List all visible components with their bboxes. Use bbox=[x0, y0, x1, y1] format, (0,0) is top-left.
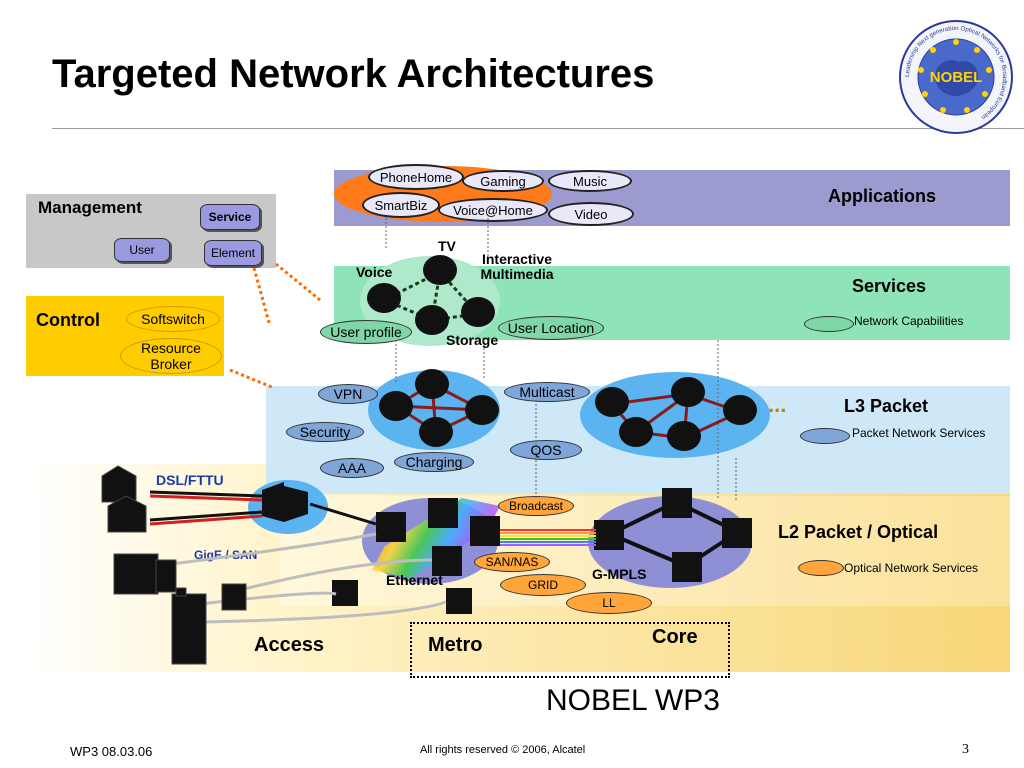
service-user-location: User Location bbox=[498, 316, 604, 340]
slide-subtitle: NOBEL WP3 bbox=[546, 684, 720, 717]
l3-legend-swatch bbox=[800, 428, 850, 444]
services-legend-label: Network Capabilities bbox=[854, 314, 964, 328]
services-legend-swatch bbox=[804, 316, 854, 332]
l3-qos: QOS bbox=[510, 440, 582, 460]
service-node-tv: TV bbox=[438, 238, 456, 254]
l2-san-nas: SAN/NAS bbox=[474, 552, 550, 572]
control-softswitch: Softswitch bbox=[126, 306, 220, 332]
l3-security: Security bbox=[286, 422, 364, 442]
domain-core: Core bbox=[652, 626, 698, 648]
app-gaming: Gaming bbox=[462, 170, 544, 192]
page-title: Targeted Network Architectures bbox=[52, 52, 655, 96]
l3-multicast: Multicast bbox=[504, 382, 590, 402]
service-node-interactive-multimedia: Interactive Multimedia bbox=[480, 251, 554, 283]
metro-core-domain-box bbox=[410, 622, 730, 678]
l2-gmpls-label: G-MPLS bbox=[592, 566, 647, 582]
service-user-profile: User profile bbox=[320, 320, 412, 344]
management-element: Element bbox=[204, 240, 262, 266]
management-title: Management bbox=[38, 198, 142, 217]
domain-metro: Metro bbox=[428, 634, 483, 656]
app-voice-at-home: Voice@Home bbox=[438, 198, 548, 222]
l3-vpn: VPN bbox=[318, 384, 378, 404]
page-number: 3 bbox=[962, 742, 969, 757]
app-video: Video bbox=[548, 202, 634, 226]
l2-grid: GRID bbox=[500, 574, 586, 596]
applications-title: Applications bbox=[828, 186, 937, 206]
domain-access: Access bbox=[254, 634, 325, 656]
title-divider bbox=[52, 128, 1024, 129]
l3-aaa: AAA bbox=[320, 458, 384, 478]
svg-text:NOBEL: NOBEL bbox=[930, 69, 983, 86]
l2-dsl-fttu-label: DSL/FTTU bbox=[156, 472, 224, 488]
control-title: Control bbox=[36, 310, 100, 330]
l3-charging: Charging bbox=[394, 452, 474, 472]
l3-ellipsis: ... bbox=[768, 392, 787, 417]
l2-title: L2 Packet / Optical bbox=[778, 522, 939, 542]
app-phonehome: PhoneHome bbox=[368, 164, 464, 190]
app-smartbiz: SmartBiz bbox=[362, 192, 440, 218]
service-node-storage: Storage bbox=[446, 332, 499, 348]
management-user: User bbox=[114, 238, 170, 262]
service-node-voice: Voice bbox=[356, 264, 393, 280]
services-title: Services bbox=[852, 276, 927, 296]
l2-legend-label: Optical Network Services bbox=[844, 561, 979, 575]
l2-legend-swatch bbox=[798, 560, 844, 576]
l3-legend-label: Packet Network Services bbox=[852, 426, 986, 440]
l3-title: L3 Packet bbox=[844, 396, 929, 416]
app-music: Music bbox=[548, 170, 632, 192]
footer-center: All rights reserved © 2006, Alcatel bbox=[420, 744, 586, 756]
control-resource-broker: Resource Broker bbox=[120, 338, 222, 374]
l2-ll: LL bbox=[566, 592, 652, 614]
footer-left: WP3 08.03.06 bbox=[70, 744, 153, 759]
l2-ethernet-label: Ethernet bbox=[386, 572, 443, 588]
nobel-logo: NOBEL Leadership Next generation Optical… bbox=[897, 18, 1015, 136]
management-service: Service bbox=[200, 204, 260, 230]
